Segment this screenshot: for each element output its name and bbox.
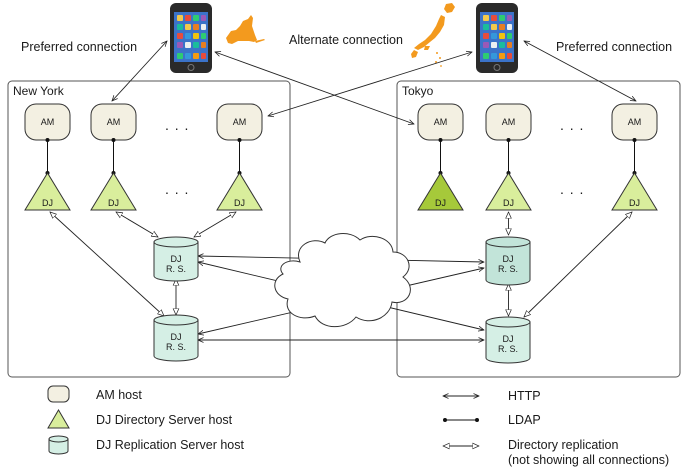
svg-text:AM: AM: [502, 117, 516, 127]
am-host: AM: [485, 103, 532, 141]
svg-text:HTTP: HTTP: [508, 389, 541, 403]
svg-text:DJ Replication Server host: DJ Replication Server host: [96, 438, 245, 452]
legend: AM host DJ Directory Server host DJ Repl…: [47, 385, 669, 467]
legend-directory-replication: Directory replication (not showing all c…: [443, 438, 669, 467]
svg-text:DJ: DJ: [42, 198, 53, 208]
replication-connections: [50, 212, 632, 317]
svg-text:DJ: DJ: [171, 332, 182, 342]
svg-text:DJ Directory Server host: DJ Directory Server host: [96, 413, 233, 427]
dj-directory-server: DJ: [216, 172, 263, 211]
svg-text:R. S.: R. S.: [498, 264, 518, 274]
svg-text:DJ: DJ: [435, 198, 446, 208]
svg-text:DJ: DJ: [503, 254, 514, 264]
svg-text:R. S.: R. S.: [166, 342, 186, 352]
svg-text:(not showing all connections): (not showing all connections): [508, 453, 669, 467]
dj-directory-server: DJ: [24, 172, 71, 211]
dj-directory-server: DJ: [485, 172, 532, 211]
am-host: AM: [24, 103, 71, 141]
ldap-connections: [45, 138, 637, 175]
svg-text:DJ: DJ: [503, 198, 514, 208]
am-host: AM: [216, 103, 263, 141]
svg-text:AM host: AM host: [96, 388, 142, 402]
ellipsis: . . .: [560, 117, 584, 133]
dj-replication-server: DJ R. S.: [153, 236, 199, 282]
svg-text:LDAP: LDAP: [508, 413, 541, 427]
dj-directory-server: DJ: [90, 172, 137, 211]
dj-replication-server: DJ R. S.: [485, 316, 531, 364]
dj-directory-server: DJ: [611, 172, 658, 211]
svg-text:AM: AM: [434, 117, 448, 127]
dj-replication-server: DJ R. S.: [153, 314, 199, 362]
dj-directory-server: DJ: [417, 172, 464, 211]
ellipsis: . . .: [165, 181, 189, 197]
svg-text:AM: AM: [107, 117, 121, 127]
svg-text:R. S.: R. S.: [498, 344, 518, 354]
new-york-label: New York: [13, 84, 65, 98]
smartphone-icon: [170, 3, 212, 73]
preferred-connection-label-right: Preferred connection: [556, 40, 672, 54]
am-host: AM: [90, 103, 137, 141]
legend-http: HTTP: [443, 389, 541, 403]
svg-text:DJ: DJ: [108, 198, 119, 208]
ellipsis: . . .: [560, 181, 584, 197]
ellipsis: . . .: [165, 117, 189, 133]
japan-map-icon: [411, 3, 455, 67]
am-host: AM: [611, 103, 658, 141]
http-connections: [112, 41, 636, 124]
legend-rs-host: DJ Replication Server host: [48, 435, 245, 455]
dj-replication-server: DJ R. S.: [485, 236, 531, 286]
legend-am-host: AM host: [47, 385, 142, 403]
legend-ldap: LDAP: [443, 413, 541, 427]
legend-dj-host: DJ Directory Server host: [47, 409, 233, 429]
svg-text:AM: AM: [628, 117, 642, 127]
svg-text:DJ: DJ: [234, 198, 245, 208]
svg-text:DJ: DJ: [629, 198, 640, 208]
new-york-state-map-icon: [226, 15, 265, 44]
svg-text:Directory replication: Directory replication: [508, 438, 619, 452]
preferred-connection-label-left: Preferred connection: [21, 40, 137, 54]
svg-text:DJ: DJ: [171, 254, 182, 264]
svg-text:AM: AM: [41, 117, 55, 127]
svg-text:DJ: DJ: [503, 334, 514, 344]
smartphone-icon: [476, 3, 518, 73]
tokyo-label: Tokyo: [402, 84, 434, 98]
network-cloud-icon: [274, 233, 411, 328]
svg-text:R. S.: R. S.: [166, 264, 186, 274]
am-host: AM: [417, 103, 464, 141]
alternate-connection-label: Alternate connection: [289, 33, 403, 47]
svg-text:AM: AM: [233, 117, 247, 127]
